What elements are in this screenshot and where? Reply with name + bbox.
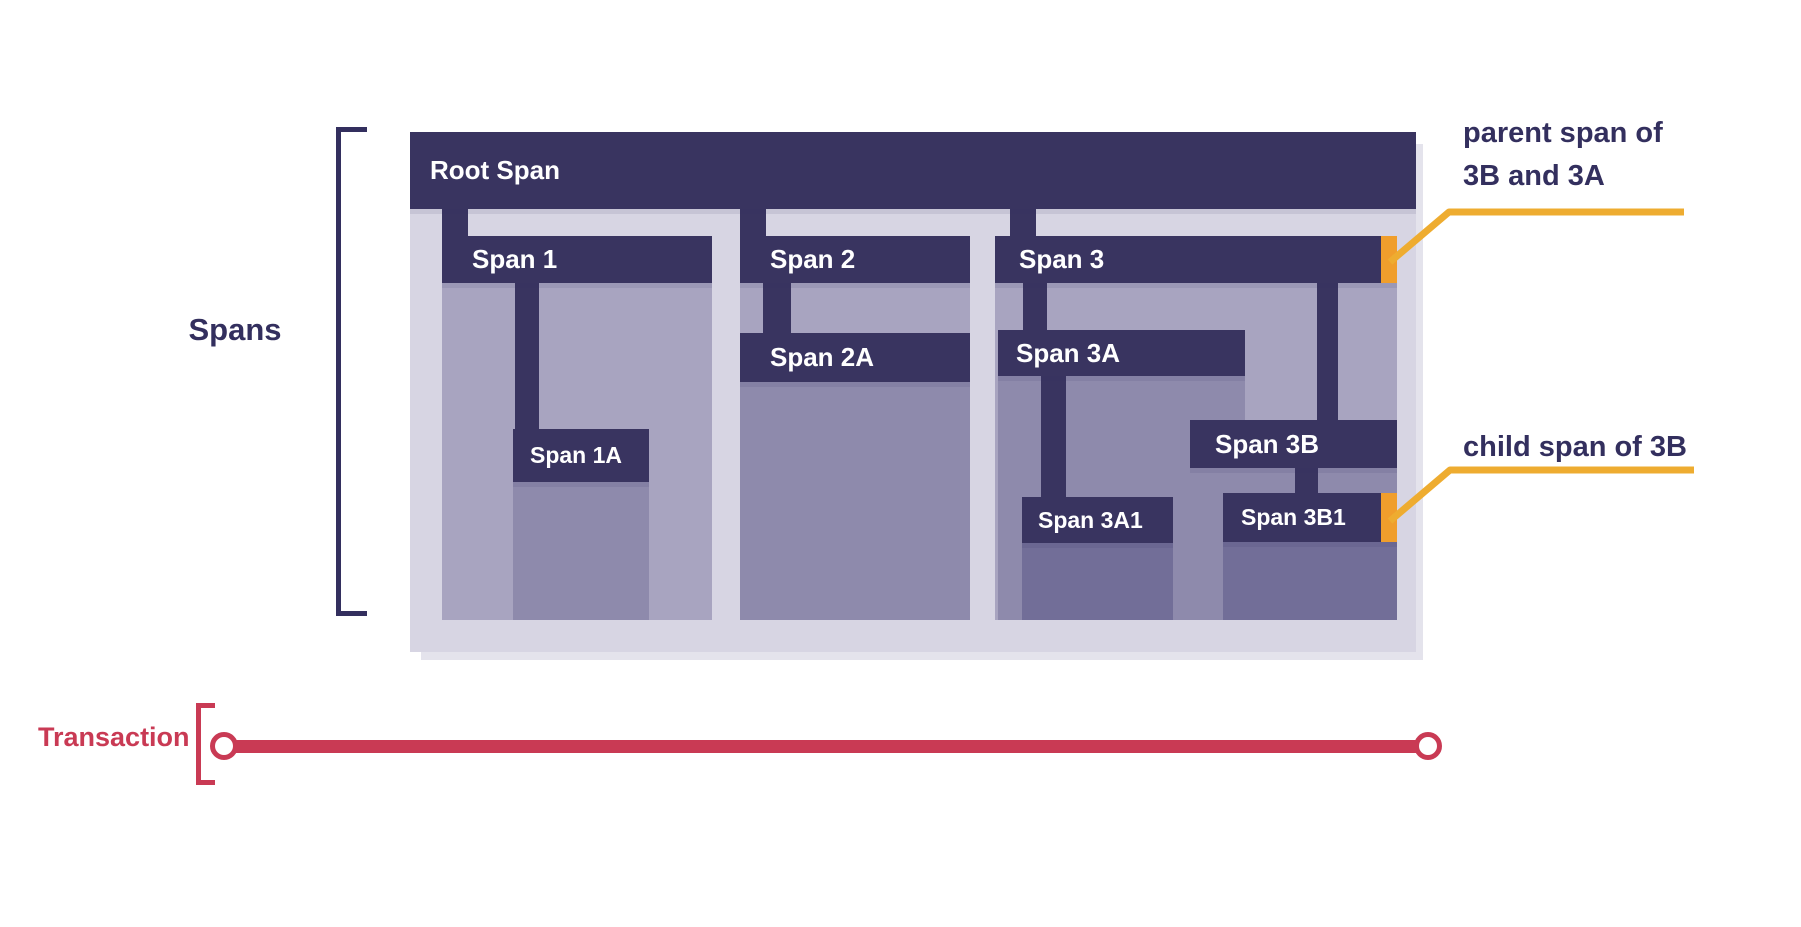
span-2a-bar: Span 2A [740, 333, 970, 382]
span-1a-label: Span 1A [530, 442, 623, 468]
spans-label: Spans [188, 312, 282, 347]
transaction-end-point [1414, 732, 1442, 760]
span-3b-label: Span 3B [1215, 428, 1320, 459]
child-span-annotation: child span of 3B [1463, 426, 1793, 469]
child-span-annotation-text: child span of 3B [1463, 431, 1687, 463]
span-3a-bar: Span 3A [998, 330, 1245, 376]
parent-span-annotation-line2: 3B and 3A [1463, 160, 1605, 192]
transaction-timeline [228, 740, 1418, 753]
span-1-bar: Span 1 [442, 236, 712, 283]
transaction-bracket [196, 703, 215, 785]
root-to-span-1-connector [442, 209, 468, 238]
child-span-callout-line [1387, 466, 1694, 524]
parent-span-callout-line [1387, 208, 1684, 265]
span-2a-label: Span 2A [770, 342, 875, 372]
span-3b-to-3b1-connector [1295, 468, 1318, 493]
span-2-bar: Span 2 [740, 236, 970, 283]
span-3b1-bar: Span 3B1 [1223, 493, 1397, 542]
span-2-label: Span 2 [770, 244, 856, 274]
span-2a-body [740, 382, 970, 620]
span-1-to-1a-connector [515, 283, 539, 429]
span-3b-bar: Span 3B [1190, 420, 1397, 468]
span-3-bar: Span 3 [995, 236, 1397, 283]
root-span-bar: Root Span [410, 132, 1416, 209]
span-3a-to-3a1-connector [1041, 376, 1066, 497]
transaction-label: Transaction [38, 722, 190, 752]
span-3a1-body [1022, 543, 1173, 620]
span-3a1-label: Span 3A1 [1038, 506, 1143, 533]
root-span-label: Root Span [430, 155, 560, 185]
span-3a1-bar: Span 3A1 [1022, 497, 1173, 543]
span-1a-bar: Span 1A [513, 429, 649, 482]
spans-bracket [336, 127, 367, 616]
span-1a-body [513, 482, 649, 620]
span-2-to-2a-connector [763, 283, 791, 333]
parent-span-marker [1381, 236, 1397, 283]
span-3a-label: Span 3A [1016, 337, 1121, 368]
span-3-label: Span 3 [1019, 244, 1105, 274]
transaction-start-point [210, 732, 238, 760]
span-3b1-body [1223, 542, 1397, 620]
span-1-label: Span 1 [472, 244, 558, 274]
span-3-to-3b-connector [1317, 283, 1338, 420]
parent-span-annotation: parent span of 3B and 3A [1463, 112, 1783, 198]
span-3b1-label: Span 3B1 [1241, 504, 1346, 530]
child-span-marker [1381, 493, 1397, 542]
root-to-span-3-connector [1010, 209, 1036, 238]
parent-span-annotation-line1: parent span of [1463, 117, 1663, 149]
root-to-span-2-connector [740, 209, 766, 238]
span-3-to-3a-connector [1023, 283, 1047, 330]
